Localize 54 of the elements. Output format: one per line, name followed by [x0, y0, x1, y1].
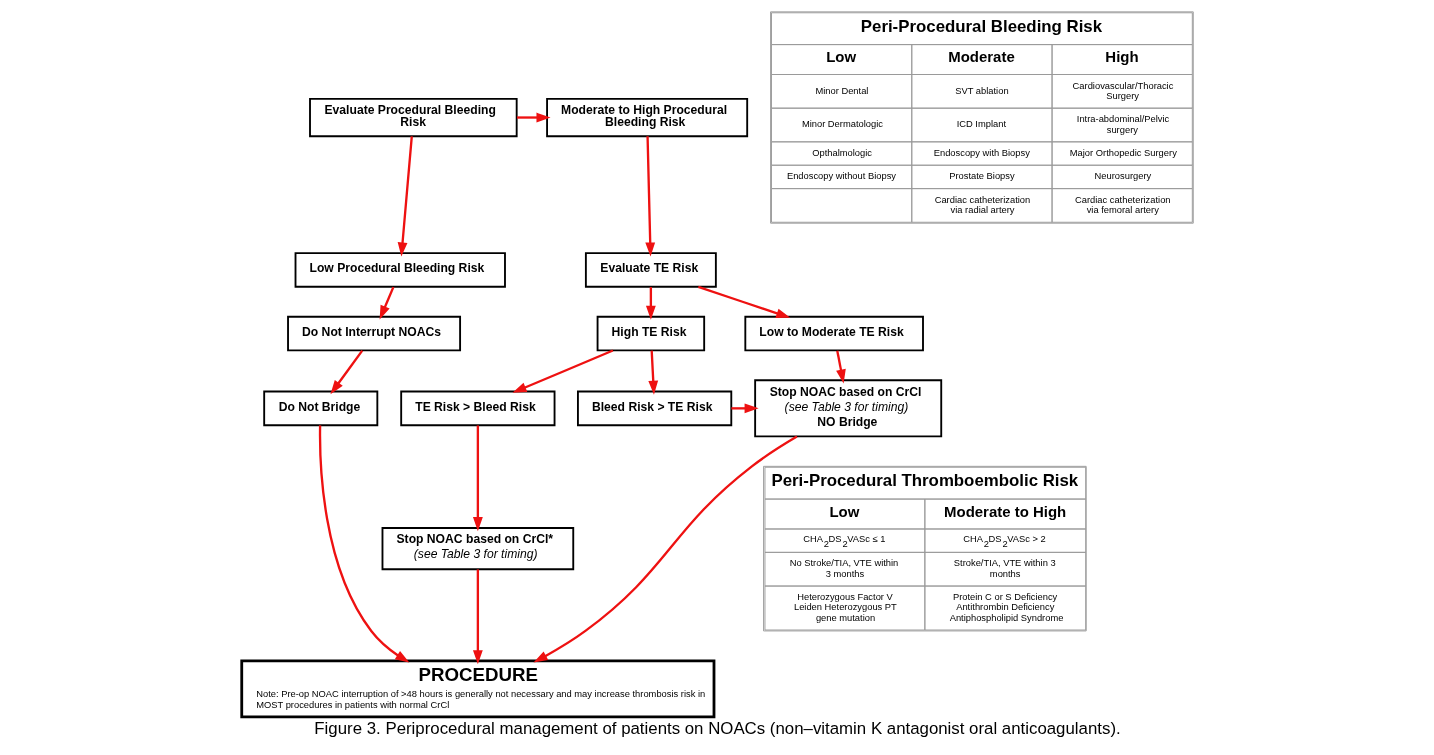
label: Moderate to High [943, 502, 1066, 520]
node-box: Do Not Bridge [262, 390, 378, 427]
arrow [397, 136, 413, 257]
arrow [647, 350, 658, 395]
node-box: Low Procedural Bleeding Risk [294, 252, 506, 288]
arrow [644, 136, 655, 257]
arrow [533, 435, 798, 663]
arrow [472, 569, 483, 665]
label: Protein C or S Deficiency Antithrombin Deficiency Antiphospholipid Syndrome [949, 592, 1063, 623]
node-box: Stop NOAC based on CrCl* (see Table 3 for timing) [381, 527, 574, 571]
label: Endoscopy with Biopsy [933, 147, 1030, 158]
label: High [1104, 48, 1139, 66]
label: Cardiovascular/Thoracic Surgery [1072, 80, 1173, 101]
node-box: Evaluate TE Risk [584, 252, 717, 288]
arrow [472, 425, 483, 532]
label: Low [825, 48, 856, 66]
node-box: Stop NOAC based on CrCl (see Table 3 for timing) NO Bridge [753, 379, 942, 438]
label: Minor Dental [814, 85, 868, 96]
label: Moderate [947, 48, 1015, 66]
label: Major Orthopedic Surgery [1069, 147, 1177, 158]
label: Cardiac catheterization via femoral artery [1074, 194, 1171, 215]
label: Minor Dermatologic [801, 119, 883, 130]
label: Intra-abdominal/Pelvic surgery [1076, 114, 1169, 135]
label: No Stroke/TIA, VTE within 3 months [789, 558, 898, 579]
label: Stroke/TIA, VTE within 3 months [953, 558, 1056, 579]
label: SVT ablation [954, 85, 1009, 96]
node-box: Moderate to High Procedural Bleeding Risk [545, 97, 748, 138]
caption: Figure 3. Periprocedural management of patients on NOACs (non–vitamin K antagonist oral anticoagulants). [313, 719, 1121, 739]
arrow [511, 349, 613, 393]
arrow [645, 287, 656, 320]
node-box: High TE Risk [596, 315, 705, 352]
label: Peri-Procedural Thromboembolic Risk [771, 471, 1078, 491]
label: Neurosurgery [1094, 171, 1151, 182]
arrow [697, 285, 790, 318]
label: Prostate Biopsy [948, 171, 1015, 182]
arrow [318, 425, 409, 663]
node-box: PROCEDURE Note: Pre-op NOAC interruption of >48 hours is generally not necessary and may increase thrombosis risk in MOST procedures in patients with normal CrCl [239, 659, 715, 719]
label: Endoscopy without Biopsy [786, 171, 896, 182]
node-box: Bleed Risk > TE Risk [576, 390, 732, 427]
arrow [835, 350, 846, 384]
arrow [730, 403, 759, 414]
node-box: TE Risk > Bleed Risk [399, 390, 555, 427]
arrow [516, 112, 550, 123]
node-box: Low to Moderate TE Risk [743, 315, 924, 352]
node-box: Do Not Interrupt NOACs [286, 315, 461, 352]
label: Low [828, 502, 859, 520]
label: ICD Implant [956, 119, 1006, 130]
label: Peri-Procedural Bleeding Risk [860, 16, 1102, 36]
label: Cardiac catheterization via radial artery [934, 194, 1030, 215]
arrow [379, 286, 394, 320]
label: Opthalmologic [811, 147, 872, 158]
label: Heterozygous Factor V Leiden Heterozygous PT gene mutation [793, 592, 897, 623]
node-box: Evaluate Procedural Bleeding Risk [308, 97, 518, 138]
arrow [329, 349, 363, 395]
